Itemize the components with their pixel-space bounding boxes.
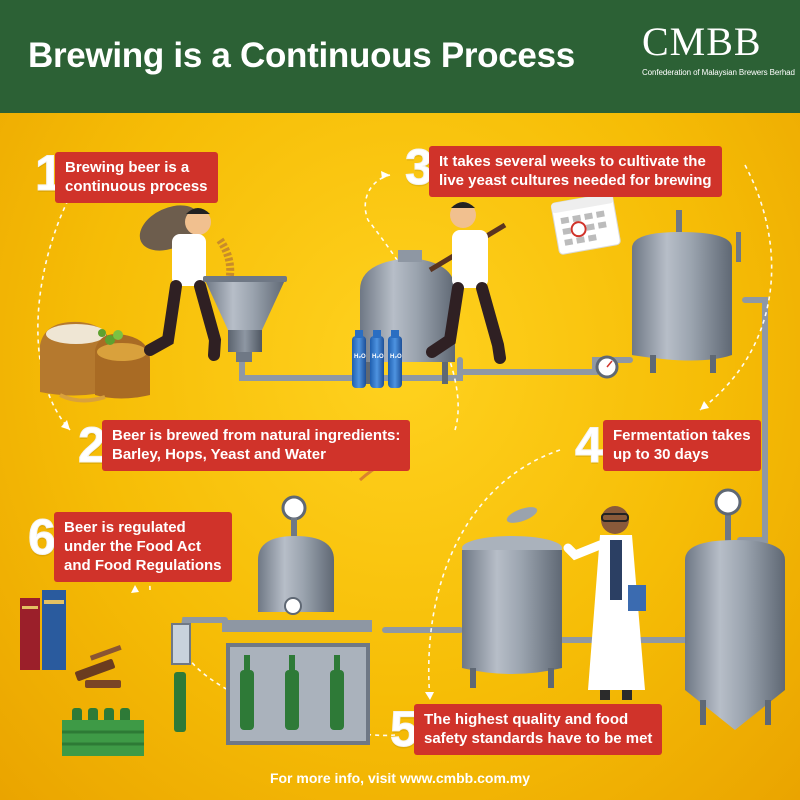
beer-crate-icon	[62, 708, 144, 756]
step-3-number: 3	[405, 139, 434, 195]
step-1-line-2: continuous process	[65, 178, 208, 195]
step-4-label: Fermentation takes up to 30 days	[603, 420, 761, 471]
water-bottle-labels: H₂O H₂O H₂O	[354, 354, 402, 360]
gavel-icon	[75, 644, 122, 688]
barley-sack-icon	[40, 321, 150, 403]
header-bar: Brewing is a Continuous Process CMBB Con…	[0, 0, 800, 113]
footer-link-text[interactable]: For more info, visit www.cmbb.com.my	[269, 770, 531, 786]
bottle-label-2: H₂O	[372, 354, 384, 360]
grain-hopper-icon	[203, 276, 287, 362]
worker-stirring-figure	[426, 202, 507, 364]
step-6-line-2: under the Food Act	[64, 538, 201, 555]
tall-tank-icon	[685, 488, 785, 730]
step-5: 5 The highest quality and food safety st…	[390, 702, 690, 757]
step-4: 4 Fermentation takes up to 30 days	[575, 418, 785, 473]
step-5-number: 5	[390, 701, 419, 757]
step-5-line-2: safety standards have to be met	[424, 730, 653, 747]
step-3-label: It takes several weeks to cultivate the …	[429, 146, 722, 197]
bottle-label-1: H₂O	[354, 354, 366, 360]
step-1-label: Brewing beer is a continuous process	[55, 152, 218, 203]
step-2-number: 2	[78, 417, 107, 473]
brew-kettle-icon	[360, 250, 455, 384]
flow-arrows	[37, 164, 773, 737]
step-6-line-1: Beer is regulated	[64, 519, 186, 536]
step-2-line-1: Beer is brewed from natural ingredients:	[112, 427, 401, 444]
fermentation-tank-icon	[632, 210, 741, 373]
logo-text: CMBB	[642, 19, 762, 64]
step-5-line-1: The highest quality and food	[424, 711, 629, 728]
step-4-number: 4	[575, 417, 604, 473]
step-2-line-2: Barley, Hops, Yeast and Water	[112, 446, 326, 463]
worker-figure	[139, 205, 235, 361]
scientist-figure	[563, 506, 646, 700]
step-2: 2 Beer is brewed from natural ingredient…	[78, 418, 458, 473]
step-6-line-3: and Food Regulations	[64, 557, 222, 574]
step-1: 1 Brewing beer is a continuous process	[35, 146, 275, 203]
step-6: 6 Beer is regulated under the Food Act a…	[28, 512, 248, 592]
law-books-icon	[20, 590, 66, 670]
step-4-line-2: up to 30 days	[613, 446, 709, 463]
cmbb-logo: CMBB Confederation of Malaysian Brewers …	[642, 19, 795, 78]
step-4-line-1: Fermentation takes	[613, 427, 751, 444]
step-3-line-2: live yeast cultures needed for brewing	[439, 172, 712, 189]
step-5-label: The highest quality and food safety stan…	[414, 704, 663, 755]
bottling-machine-icon	[171, 495, 372, 745]
arrow-heads	[61, 171, 709, 700]
bottle-label-3: H₂O	[390, 354, 402, 360]
water-bottles-icon	[352, 330, 402, 388]
logo-subtitle: Confederation of Malaysian Brewers Berha…	[642, 68, 795, 77]
step-6-number: 6	[28, 509, 57, 565]
page-title: Brewing is a Continuous Process	[28, 36, 575, 75]
step-1-line-1: Brewing beer is a	[65, 159, 190, 176]
step-2-label: Beer is brewed from natural ingredients:…	[102, 420, 411, 471]
open-tank-icon	[462, 507, 562, 688]
calendar-icon	[550, 192, 621, 255]
step-6-label: Beer is regulated under the Food Act and…	[54, 512, 232, 582]
pressure-gauge-icon	[595, 355, 619, 379]
step-3-line-1: It takes several weeks to cultivate the	[439, 153, 706, 170]
step-3: 3 It takes several weeks to cultivate th…	[405, 142, 750, 201]
